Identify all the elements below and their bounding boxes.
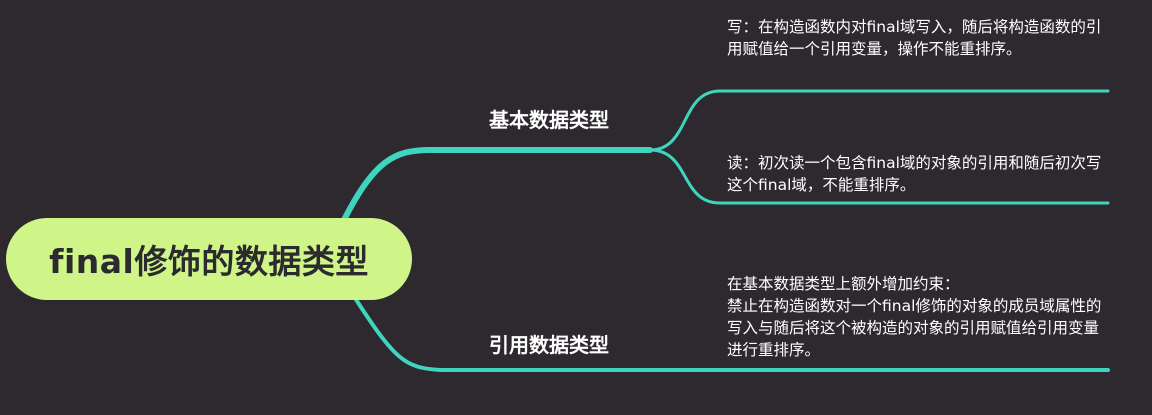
connector-root-to-basic-types bbox=[342, 147, 653, 221]
root-node-label: final修饰的数据类型 bbox=[49, 242, 369, 281]
leaf-write-rule: 写：在构造函数内对final域写入，随后将构造函数的引用赋值给一个引用变量，操作… bbox=[727, 18, 1102, 58]
leaf-reference-constraint: 在基本数据类型上额外增加约束： 禁止在构造函数对一个final修饰的对象的成员域… bbox=[727, 275, 1102, 359]
connector-basic-to-read-rule bbox=[648, 148, 1110, 205]
connector-root-to-reference-types bbox=[353, 296, 1110, 372]
branch-basic-data-types: 基本数据类型 bbox=[489, 108, 609, 132]
leaf-read-rule: 读：初次读一个包含final域的对象的引用和随后初次写这个final域，不能重排… bbox=[727, 154, 1102, 194]
branch-reference-data-types: 引用数据类型 bbox=[489, 333, 609, 357]
connector-basic-to-write-rule bbox=[648, 89, 1110, 152]
root-node: final修饰的数据类型 bbox=[6, 218, 412, 300]
